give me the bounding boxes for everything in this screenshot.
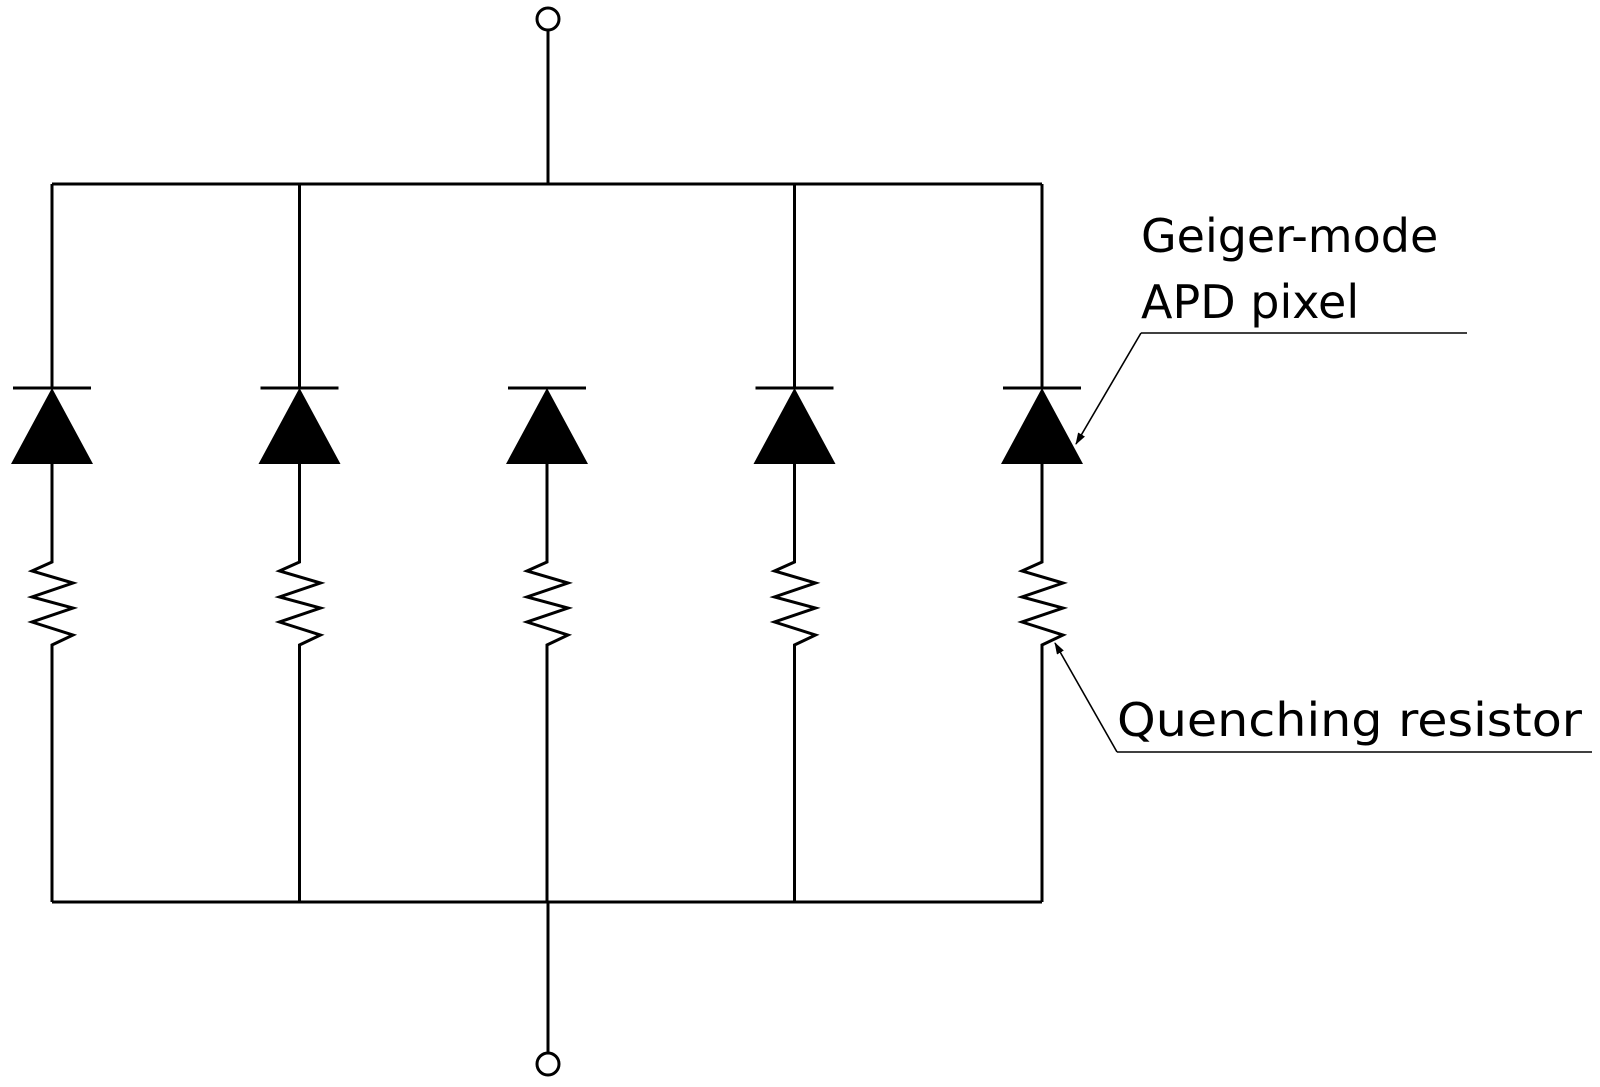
diode-icon [753, 388, 836, 464]
diode-icon [506, 388, 588, 464]
top-terminal [535, 6, 561, 32]
resistor-label: Quenching resistor [1117, 693, 1582, 747]
quenching-resistor-icon [274, 464, 326, 902]
pixel-label-line2: APD pixel [1141, 275, 1359, 329]
pixel-label-line1: Geiger-mode [1141, 209, 1438, 263]
diode-icon [11, 388, 93, 464]
quenching-resistor-icon [26, 464, 79, 902]
quenching-resistor-icon [1016, 464, 1069, 902]
bottom-terminal [535, 1051, 561, 1077]
diode-icon [258, 388, 341, 464]
diode-icon [1001, 388, 1083, 464]
resistor-leader-arrow [1054, 642, 1118, 753]
quenching-resistor-icon [521, 464, 574, 902]
pixel-leader-arrow [1075, 332, 1142, 445]
quenching-resistor-icon [769, 464, 821, 902]
